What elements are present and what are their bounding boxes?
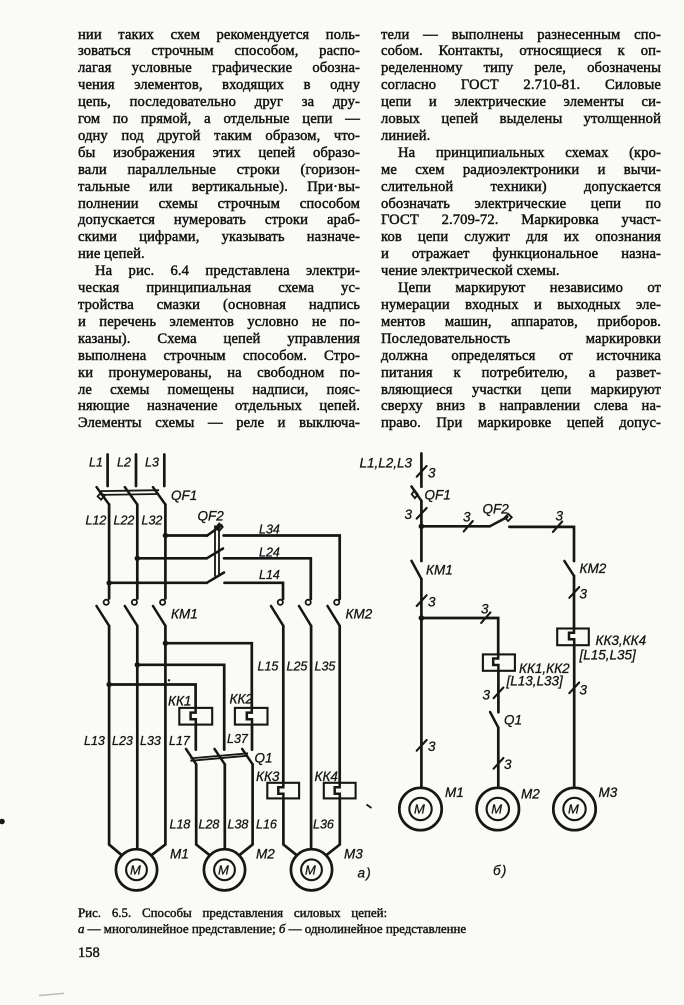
svg-text:L17: L17 (169, 734, 191, 748)
svg-text:L28: L28 (199, 818, 220, 832)
svg-text:М: М (568, 802, 579, 817)
svg-text:3: 3 (481, 602, 489, 617)
svg-text:L1,L2,L3: L1,L2,L3 (360, 456, 413, 471)
svg-text:М1: М1 (445, 785, 464, 800)
svg-text:L23: L23 (112, 734, 133, 748)
svg-text:КК3: КК3 (256, 769, 280, 784)
svg-text:3: 3 (504, 757, 512, 772)
svg-text:3: 3 (463, 510, 471, 525)
svg-text:L3: L3 (145, 456, 159, 470)
svg-text:3: 3 (556, 509, 564, 524)
svg-text:М: М (130, 863, 141, 878)
svg-text:L35: L35 (315, 660, 336, 674)
svg-text:L33: L33 (140, 734, 161, 748)
svg-text:М2: М2 (256, 847, 275, 862)
svg-text:М: М (491, 802, 502, 817)
svg-text:М: М (305, 863, 316, 878)
svg-text:L22: L22 (114, 514, 135, 528)
svg-text:QF2: QF2 (483, 502, 510, 517)
svg-text:3: 3 (428, 739, 436, 754)
svg-text:КК3,КК4: КК3,КК4 (596, 633, 647, 648)
svg-text:КМ1: КМ1 (171, 607, 198, 622)
svg-text:М1: М1 (170, 847, 189, 862)
svg-text:М3: М3 (599, 785, 618, 800)
svg-text:а): а) (358, 866, 373, 881)
svg-text:3: 3 (428, 595, 436, 610)
svg-text:L38: L38 (228, 818, 249, 832)
svg-text:L32: L32 (142, 514, 163, 528)
svg-text:L1: L1 (89, 456, 103, 470)
svg-text:L2: L2 (117, 456, 131, 470)
svg-text:М2: М2 (521, 787, 540, 802)
svg-text:М: М (414, 802, 425, 817)
svg-text:КК4: КК4 (315, 769, 338, 784)
svg-text:КМ2: КМ2 (580, 561, 607, 576)
svg-text:L24: L24 (259, 546, 280, 560)
svg-text:L18: L18 (170, 818, 191, 832)
svg-text:Q1: Q1 (504, 713, 522, 728)
svg-text:3: 3 (580, 683, 588, 698)
svg-text:КК2: КК2 (230, 692, 254, 707)
svg-text:3: 3 (580, 587, 588, 602)
svg-text:М: М (218, 863, 229, 878)
svg-text:QF1: QF1 (171, 488, 197, 503)
svg-text:[L13,L33]: [L13,L33] (506, 674, 565, 689)
svg-text:КК1: КК1 (168, 694, 191, 709)
svg-text:L14: L14 (259, 568, 280, 582)
svg-text:L13: L13 (84, 734, 105, 748)
svg-text:б): б) (493, 863, 508, 878)
svg-text:L15: L15 (258, 660, 279, 674)
svg-text:М3: М3 (344, 847, 363, 862)
svg-text:L37: L37 (227, 732, 249, 746)
svg-text:Q1: Q1 (255, 751, 273, 766)
svg-text:QF2: QF2 (198, 509, 225, 524)
svg-text:L34: L34 (259, 523, 280, 537)
svg-text:QF1: QF1 (425, 488, 451, 503)
svg-text:L25: L25 (287, 660, 308, 674)
svg-text:3: 3 (428, 466, 436, 481)
svg-text:L36: L36 (313, 818, 334, 832)
svg-text:КМ2: КМ2 (346, 607, 373, 622)
svg-text:L12: L12 (86, 514, 107, 528)
svg-text:3: 3 (405, 507, 413, 522)
svg-text:[L15,L35]: [L15,L35] (579, 648, 638, 663)
svg-text:3: 3 (483, 688, 491, 703)
svg-text:КК1,КК2: КК1,КК2 (519, 661, 570, 676)
svg-text:КМ1: КМ1 (426, 563, 453, 578)
svg-text:L16: L16 (256, 818, 277, 832)
